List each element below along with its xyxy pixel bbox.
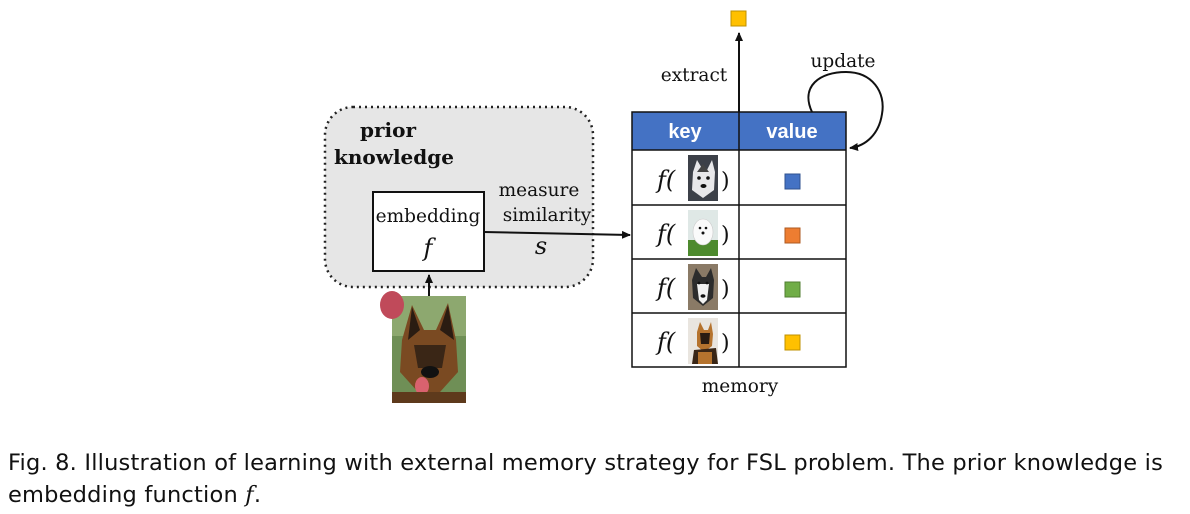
table-row: f( ) — [655, 155, 801, 201]
table-row: f( ) — [655, 264, 801, 310]
diagram: prior knowledge embedding f measure simi… — [323, 10, 884, 403]
memory-table: key value f( ) f( — [631, 111, 847, 368]
update-loop-arrow — [807, 70, 884, 151]
key-close-paren: ) — [721, 223, 730, 248]
malamute-dog-thumbnail — [688, 264, 718, 310]
value-square-yellow — [784, 334, 801, 351]
husky-dog-thumbnail — [688, 155, 718, 201]
caption-line-2: embedding function f. — [8, 479, 1184, 511]
shepherd-dog-thumbnail — [688, 318, 718, 364]
update-label: update — [810, 51, 875, 72]
key-close-paren: ) — [721, 277, 730, 302]
table-row: f( ) — [655, 318, 801, 364]
key-header: key — [668, 121, 702, 143]
key-function: f( — [655, 274, 676, 302]
value-header: value — [766, 121, 817, 143]
measure-label: measure — [499, 180, 580, 201]
prior-knowledge-label-line1: prior — [360, 118, 416, 142]
caption-line-1: Fig. 8. Illustration of learning with ex… — [8, 450, 1164, 476]
memory-label: memory — [702, 376, 779, 397]
figure-caption: Fig. 8. Illustration of learning with ex… — [8, 447, 1184, 511]
key-close-paren: ) — [721, 169, 730, 194]
table-row: f( ) — [655, 210, 801, 256]
white-samoyed-thumbnail — [688, 210, 718, 256]
similarity-arrow — [483, 230, 631, 239]
similarity-label: similarity — [503, 205, 592, 226]
value-square-green — [784, 281, 801, 298]
prior-knowledge-label-line2: knowledge — [334, 145, 454, 169]
caption-function-symbol: f — [245, 482, 254, 508]
embedding-box — [372, 191, 485, 272]
similarity-symbol: s — [535, 232, 547, 260]
key-function: f( — [655, 328, 676, 356]
value-square-blue — [784, 173, 801, 190]
extracted-value-square — [730, 10, 747, 27]
value-square-orange — [784, 227, 801, 244]
key-close-paren: ) — [721, 331, 730, 356]
caption-line-2-text: embedding function — [8, 482, 238, 508]
key-function: f( — [655, 166, 676, 194]
embedding-label: embedding — [376, 206, 481, 227]
extract-label: extract — [661, 65, 728, 86]
german-shepherd-photo — [380, 291, 466, 403]
caption-suffix: . — [253, 482, 262, 508]
key-function: f( — [655, 220, 676, 248]
